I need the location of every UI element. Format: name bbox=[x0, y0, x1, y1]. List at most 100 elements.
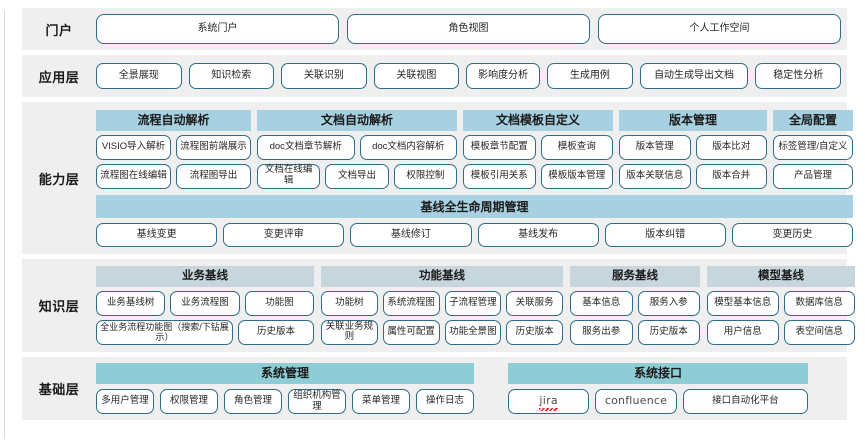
architecture-diagram: 门户 系统门户角色视图个人工作空间 应用层 全景展现知识检索关联识别关联视图影响… bbox=[0, 8, 865, 441]
lifecycle-button-4[interactable]: 版本纠错 bbox=[604, 222, 726, 247]
knowledge-button-0-1-1[interactable]: 历史版本 bbox=[238, 319, 314, 345]
application-button-4[interactable]: 影响度分析 bbox=[466, 63, 541, 89]
portal-button-2[interactable]: 个人工作空间 bbox=[598, 14, 841, 44]
base-button-0-3[interactable]: 组织机构管理 bbox=[288, 389, 346, 414]
capability-button-2-1-1[interactable]: 模板版本管理 bbox=[540, 163, 613, 189]
knowledge-button-1-0-2[interactable]: 子流程管理 bbox=[444, 290, 502, 316]
knowledge-group-header-3: 模型基线 bbox=[707, 266, 855, 287]
knowledge-group-header-2: 服务基线 bbox=[570, 266, 700, 287]
lifecycle-block: 基线全生命周期管理 基线变更变更评审基线修订基线发布版本纠错变更历史 bbox=[96, 194, 854, 247]
application-button-0[interactable]: 全景展现 bbox=[96, 63, 182, 89]
knowledge-button-1-1-1[interactable]: 属性可配置 bbox=[382, 319, 440, 345]
capability-group-header-2: 文档模板自定义 bbox=[463, 109, 613, 131]
knowledge-button-3-0-1[interactable]: 数据库信息 bbox=[783, 290, 855, 316]
knowledge-button-3-0-0[interactable]: 模型基本信息 bbox=[707, 290, 779, 316]
knowledge-button-2-0-0[interactable]: 基本信息 bbox=[570, 290, 633, 316]
capability-button-3-1-0[interactable]: 版本关联信息 bbox=[619, 163, 691, 189]
capability-button-3-0-0[interactable]: 版本管理 bbox=[619, 134, 691, 160]
application-button-3[interactable]: 关联视图 bbox=[373, 63, 460, 89]
knowledge-group-rows-3: 模型基本信息数据库信息用户信息表空间信息 bbox=[707, 287, 855, 345]
knowledge-button-2-1-0[interactable]: 服务出参 bbox=[570, 319, 633, 345]
capability-button-0-0-1[interactable]: 流程图前端展示 bbox=[176, 134, 251, 160]
base-button-1-1[interactable]: confluence bbox=[595, 389, 677, 414]
capability-group-header-1: 文档自动解析 bbox=[257, 109, 457, 131]
capability-button-2-0-0[interactable]: 模板章节配置 bbox=[463, 134, 536, 160]
capability-row-3-0: 版本管理版本比对 bbox=[619, 134, 767, 160]
application-button-1[interactable]: 知识检索 bbox=[188, 63, 275, 89]
base-button-0-2[interactable]: 角色管理 bbox=[224, 389, 282, 414]
knowledge-button-1-0-1[interactable]: 系统流程图 bbox=[382, 290, 440, 316]
base-button-1-2[interactable]: 接口自动化平台 bbox=[682, 389, 808, 414]
knowledge-group-2: 服务基线基本信息服务入参服务出参历史版本 bbox=[570, 266, 700, 345]
knowledge-button-0-1-0[interactable]: 全业务流程功能图（搜索/下钻展示） bbox=[96, 319, 234, 345]
application-button-7[interactable]: 稳定性分析 bbox=[755, 63, 842, 89]
capability-button-1-1-1[interactable]: 文档导出 bbox=[325, 163, 389, 189]
capability-group-rows-2: 模板章节配置模板查询模板引用关系模板版本管理 bbox=[463, 131, 613, 189]
lifecycle-button-3[interactable]: 基线发布 bbox=[477, 222, 599, 247]
knowledge-button-3-1-0[interactable]: 用户信息 bbox=[707, 319, 779, 345]
portal-button-row: 系统门户角色视图个人工作空间 bbox=[96, 14, 841, 44]
base-group-0: 系统管理多用户管理权限管理角色管理组织机构管理菜单管理操作日志 bbox=[96, 363, 474, 414]
application-button-5[interactable]: 生成用例 bbox=[547, 63, 633, 89]
knowledge-group-1: 功能基线功能树系统流程图子流程管理关联服务关联业务规则属性可配置功能全景图历史版… bbox=[321, 266, 563, 345]
base-button-0-1[interactable]: 权限管理 bbox=[160, 389, 218, 414]
capability-button-3-0-1[interactable]: 版本比对 bbox=[695, 134, 767, 160]
portal-button-0[interactable]: 系统门户 bbox=[96, 14, 339, 44]
knowledge-button-1-1-0[interactable]: 关联业务规则 bbox=[321, 319, 378, 345]
knowledge-button-0-0-2[interactable]: 功能图 bbox=[244, 290, 314, 316]
lifecycle-button-5[interactable]: 变更历史 bbox=[731, 222, 854, 247]
capability-button-4-1-0[interactable]: 产品管理 bbox=[773, 163, 853, 189]
knowledge-button-1-1-2[interactable]: 功能全景图 bbox=[444, 319, 502, 345]
knowledge-group-rows-0: 业务基线树业务流程图功能图全业务流程功能图（搜索/下钻展示）历史版本 bbox=[96, 287, 314, 345]
knowledge-group-rows-1: 功能树系统流程图子流程管理关联服务关联业务规则属性可配置功能全景图历史版本 bbox=[321, 287, 563, 345]
lifecycle-button-2[interactable]: 基线修订 bbox=[350, 222, 472, 247]
knowledge-row-2-1: 服务出参历史版本 bbox=[570, 319, 700, 345]
capability-row-4-0: 标签管理/自定义 bbox=[773, 134, 853, 160]
capability-button-0-1-1[interactable]: 流程图导出 bbox=[176, 163, 251, 189]
capability-button-4-0-0[interactable]: 标签管理/自定义 bbox=[773, 134, 853, 160]
capability-button-1-1-2[interactable]: 权限控制 bbox=[393, 163, 457, 189]
portal-button-1[interactable]: 角色视图 bbox=[347, 14, 590, 44]
application-button-2[interactable]: 关联识别 bbox=[281, 63, 367, 89]
knowledge-button-2-0-1[interactable]: 服务入参 bbox=[637, 290, 700, 316]
layer-body-application: 全景展现知识检索关联识别关联视图影响度分析生成用例自动生成导出文档稳定性分析 bbox=[96, 55, 847, 97]
knowledge-button-3-1-1[interactable]: 表空间信息 bbox=[783, 319, 855, 345]
lifecycle-button-1[interactable]: 变更评审 bbox=[223, 222, 345, 247]
capability-button-1-1-0[interactable]: 文档在线编辑 bbox=[257, 163, 321, 189]
capability-row-3-1: 版本关联信息版本合并 bbox=[619, 163, 767, 189]
base-button-0-4[interactable]: 菜单管理 bbox=[352, 389, 410, 414]
layer-portal: 门户 系统门户角色视图个人工作空间 bbox=[22, 8, 847, 50]
capability-row-4-1: 产品管理 bbox=[773, 163, 853, 189]
capability-button-0-0-0[interactable]: VISIO导入解析 bbox=[96, 134, 171, 160]
lifecycle-button-0[interactable]: 基线变更 bbox=[96, 222, 218, 247]
knowledge-button-1-0-3[interactable]: 关联服务 bbox=[506, 290, 563, 316]
capability-button-1-0-1[interactable]: doc文档内容解析 bbox=[359, 134, 457, 160]
knowledge-button-2-1-1[interactable]: 历史版本 bbox=[637, 319, 700, 345]
capability-button-2-0-1[interactable]: 模板查询 bbox=[540, 134, 613, 160]
slide-left-edge bbox=[4, 10, 5, 439]
layer-label-application: 应用层 bbox=[38, 69, 80, 85]
layer-label-knowledge: 知识层 bbox=[38, 299, 80, 314]
capability-button-2-1-0[interactable]: 模板引用关系 bbox=[463, 163, 536, 189]
layer-application: 应用层 全景展现知识检索关联识别关联视图影响度分析生成用例自动生成导出文档稳定性… bbox=[22, 55, 847, 97]
base-button-0-0[interactable]: 多用户管理 bbox=[96, 389, 154, 414]
capability-button-1-0-0[interactable]: doc文档章节解析 bbox=[257, 134, 355, 160]
knowledge-button-0-0-1[interactable]: 业务流程图 bbox=[170, 290, 240, 316]
capability-button-3-1-1[interactable]: 版本合并 bbox=[695, 163, 767, 189]
knowledge-button-1-0-0[interactable]: 功能树 bbox=[321, 290, 378, 316]
knowledge-button-1-1-3[interactable]: 历史版本 bbox=[506, 319, 563, 345]
application-button-6[interactable]: 自动生成导出文档 bbox=[639, 63, 749, 89]
base-group-header-1: 系统接口 bbox=[508, 363, 808, 384]
knowledge-button-0-0-0[interactable]: 业务基线树 bbox=[96, 290, 166, 316]
base-button-0-5[interactable]: 操作日志 bbox=[416, 389, 474, 414]
knowledge-row-1-1: 关联业务规则属性可配置功能全景图历史版本 bbox=[321, 319, 563, 345]
base-button-1-0[interactable]: jira bbox=[508, 389, 590, 414]
layer-knowledge: 知识层 业务基线业务基线树业务流程图功能图全业务流程功能图（搜索/下钻展示）历史… bbox=[22, 259, 855, 352]
capability-button-0-1-0[interactable]: 流程图在线编辑 bbox=[96, 163, 171, 189]
